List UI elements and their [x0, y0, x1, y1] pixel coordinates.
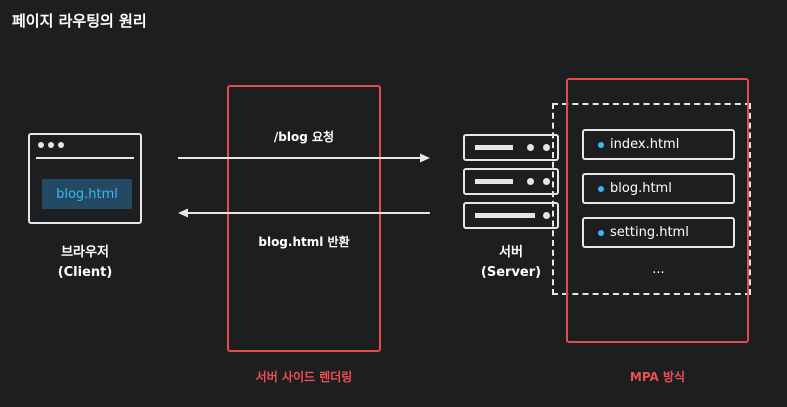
request-label: /blog 요청 [273, 130, 335, 144]
server-led [527, 178, 534, 185]
server-files-container [552, 103, 751, 295]
browser-page-content: blog.html [42, 179, 132, 209]
window-controls-icon [38, 142, 64, 148]
browser-toolbar-divider [36, 157, 134, 159]
server-led [543, 178, 550, 185]
server-led [543, 212, 550, 219]
server-led [543, 144, 550, 151]
mpa-box [566, 78, 749, 343]
request-arrow-icon [178, 153, 430, 163]
file-item: index.html [582, 129, 735, 160]
page-title: 페이지 라우팅의 원리 [12, 12, 147, 30]
bullet-icon [598, 141, 604, 148]
browser-caption-subtitle: (Client) [57, 265, 113, 280]
response-arrow-icon [178, 208, 430, 218]
server-slot [475, 145, 513, 150]
window-dot [58, 142, 64, 148]
server-side-rendering-box [227, 85, 381, 352]
server-rack-unit-icon [463, 134, 559, 161]
file-item: blog.html [582, 173, 735, 204]
bullet-icon [598, 229, 604, 236]
response-label: blog.html 반환 [258, 235, 350, 249]
mpa-label: MPA 방식 [629, 370, 686, 384]
file-item: setting.html [582, 217, 735, 248]
server-rack-unit-icon [463, 168, 559, 195]
more-files-ellipsis: ... [652, 262, 665, 277]
file-name: blog.html [610, 181, 672, 196]
bullet-icon [598, 185, 604, 192]
file-name: index.html [610, 137, 680, 152]
server-led [527, 144, 534, 151]
server-rack-unit-icon [463, 202, 559, 229]
server-side-rendering-label: 서버 사이드 렌더링 [255, 370, 353, 384]
server-slot [475, 213, 535, 218]
server-caption: 서버 (Server) [458, 243, 564, 283]
browser-caption: 브라우저 (Client) [30, 243, 140, 283]
server-caption-title: 서버 [499, 245, 523, 260]
browser-caption-title: 브라우저 [61, 245, 109, 260]
browser-window-icon: blog.html [28, 133, 142, 224]
window-dot [38, 142, 44, 148]
window-dot [48, 142, 54, 148]
server-slot [475, 179, 513, 184]
file-name: setting.html [610, 225, 689, 240]
server-caption-subtitle: (Server) [480, 265, 542, 280]
